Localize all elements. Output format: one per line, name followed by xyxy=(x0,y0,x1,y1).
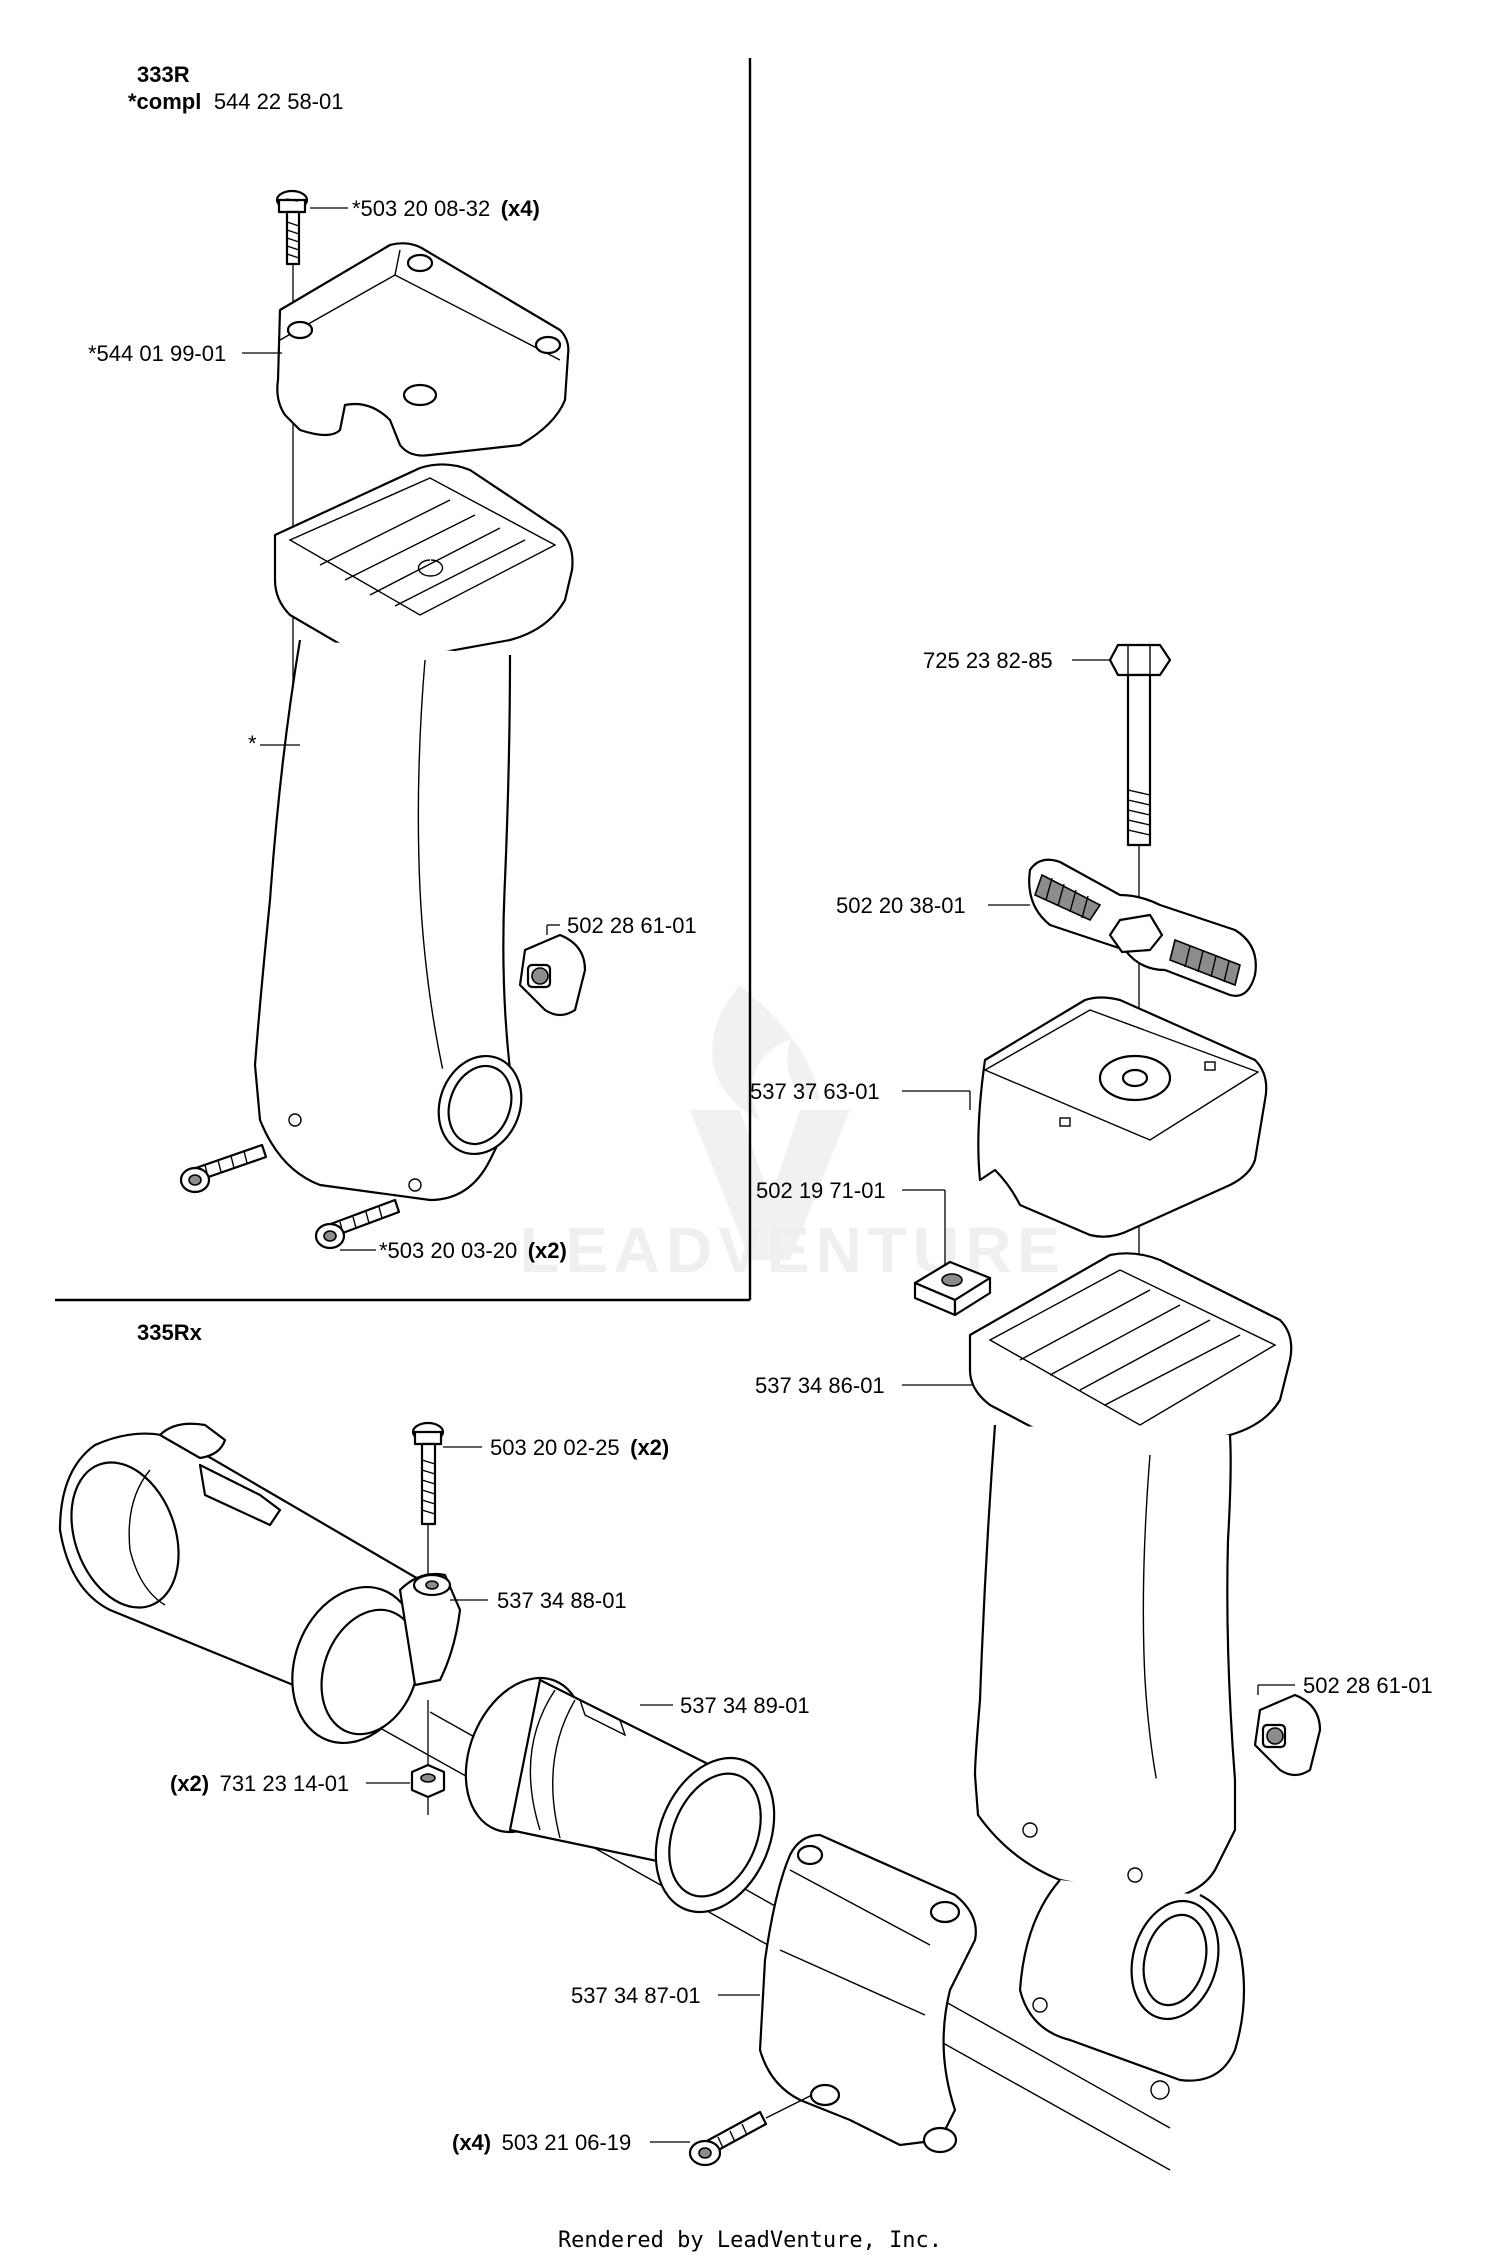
kit-line: *compl 544 22 58-01 xyxy=(128,89,343,114)
section-frame xyxy=(55,58,752,1302)
label-cap-top: *544 01 99-01 xyxy=(88,341,226,366)
label-nut: (x2) 731 23 14-01 xyxy=(170,1771,349,1796)
handle-333r-part xyxy=(253,463,574,1202)
label-bolt: 725 23 82-85 xyxy=(923,648,1053,673)
clip-right-part xyxy=(1253,1693,1322,1777)
cap-top-part xyxy=(276,242,570,457)
kit-prefix: *compl xyxy=(128,89,201,114)
label-screw-bottom-top: *503 20 03-20 (x2) xyxy=(379,1238,567,1263)
label-screw-bracket: (x4) 503 21 06-19 xyxy=(452,2130,631,2155)
watermark-logo xyxy=(690,985,850,1260)
bracket-part xyxy=(758,1833,977,2154)
label-clip-top: 502 28 61-01 xyxy=(567,913,697,938)
screw-bracket-part xyxy=(688,2110,768,2167)
label-clamp-ring: 537 34 88-01 xyxy=(497,1588,627,1613)
kit-number: 544 22 58-01 xyxy=(214,89,344,114)
label-handle-body: 537 34 86-01 xyxy=(755,1373,885,1398)
label-square-nut: 502 19 71-01 xyxy=(756,1178,886,1203)
label-screw-clamp: 503 20 02-25 (x2) xyxy=(490,1435,669,1460)
bolt-part xyxy=(1108,643,1172,847)
clip-top-part xyxy=(518,933,587,1017)
screw-side-2-part xyxy=(314,1198,401,1250)
handle-right-part xyxy=(968,1252,1293,2100)
footer-credit: Rendered by LeadVenture, Inc. xyxy=(557,2228,943,2253)
label-star: * xyxy=(248,731,257,756)
screw-clamp-part xyxy=(411,1421,445,1526)
sleeve-part xyxy=(464,1676,776,1914)
section-title-333r: 333R xyxy=(137,62,190,87)
wing-nut-part xyxy=(1028,858,1257,997)
cap-right-part xyxy=(977,996,1268,1238)
label-screw-top: *503 20 08-32 (x4) xyxy=(352,196,540,221)
label-bracket: 537 34 87-01 xyxy=(571,1983,701,2008)
label-sleeve: 537 34 89-01 xyxy=(680,1693,810,1718)
nut-part xyxy=(410,1763,446,1799)
label-clip-right: 502 28 61-01 xyxy=(1303,1673,1433,1698)
section-title-335rx: 335Rx xyxy=(137,1320,203,1345)
square-nut-part xyxy=(913,1260,992,1317)
clamp-ring-part xyxy=(291,1572,462,1745)
label-wing-nut: 502 20 38-01 xyxy=(836,893,966,918)
screw-top-part xyxy=(275,189,309,266)
label-cap-right: 537 37 63-01 xyxy=(750,1079,880,1104)
screw-side-1-part xyxy=(179,1143,268,1194)
